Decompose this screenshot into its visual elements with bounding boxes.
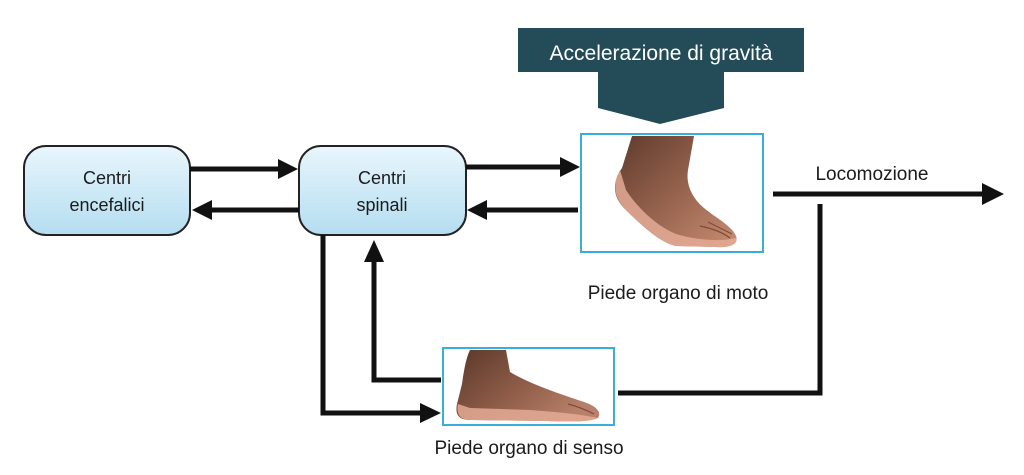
- spinal-centers-label-line1: Centri: [358, 168, 406, 188]
- gravity-banner-label: Accelerazione di gravità: [550, 42, 773, 65]
- arrowhead-spinal-to-brain: [192, 200, 212, 220]
- arrow-sensory-to-spinal: [371, 258, 441, 383]
- arrowhead-sensory-to-spinal: [364, 240, 384, 262]
- arrow-sensory-to-locomotion: [618, 204, 823, 396]
- foot-flat-icon: [456, 350, 600, 422]
- brain-centers-label-line1: Centri: [83, 168, 131, 188]
- arrowheads: [192, 157, 1004, 423]
- foot-motor-photo: [580, 133, 764, 253]
- foot-sensory-caption: Piede organo di senso: [434, 438, 623, 459]
- brain-centers-rect: [23, 145, 191, 236]
- arrows: [190, 164, 986, 416]
- brain-centers-label-line2: encefalici: [69, 195, 144, 215]
- gravity-banner-shape: [518, 28, 804, 124]
- foot-tiptoe-icon: [614, 136, 737, 248]
- arrowhead-spinal-to-motor-foot: [560, 157, 580, 177]
- arrowhead-locomotion: [982, 183, 1004, 205]
- locomotion-label: Locomozione: [815, 164, 928, 185]
- arrowhead-motor-foot-to-spinal: [467, 200, 487, 220]
- brain-centers-box: Centri encefalici: [23, 145, 191, 236]
- gravity-banner: Accelerazione di gravità: [518, 28, 804, 124]
- foot-motor-caption: Piede organo di moto: [588, 283, 769, 304]
- spinal-centers-rect: [298, 145, 467, 236]
- spinal-centers-box: Centri spinali: [298, 145, 467, 236]
- foot-sensory-photo: [442, 347, 615, 426]
- arrow-spinal-to-sensory: [320, 235, 424, 416]
- spinal-centers-label-line2: spinali: [356, 195, 407, 215]
- arrowhead-spinal-to-sensory: [420, 403, 441, 423]
- arrowhead-brain-to-spinal: [278, 159, 298, 179]
